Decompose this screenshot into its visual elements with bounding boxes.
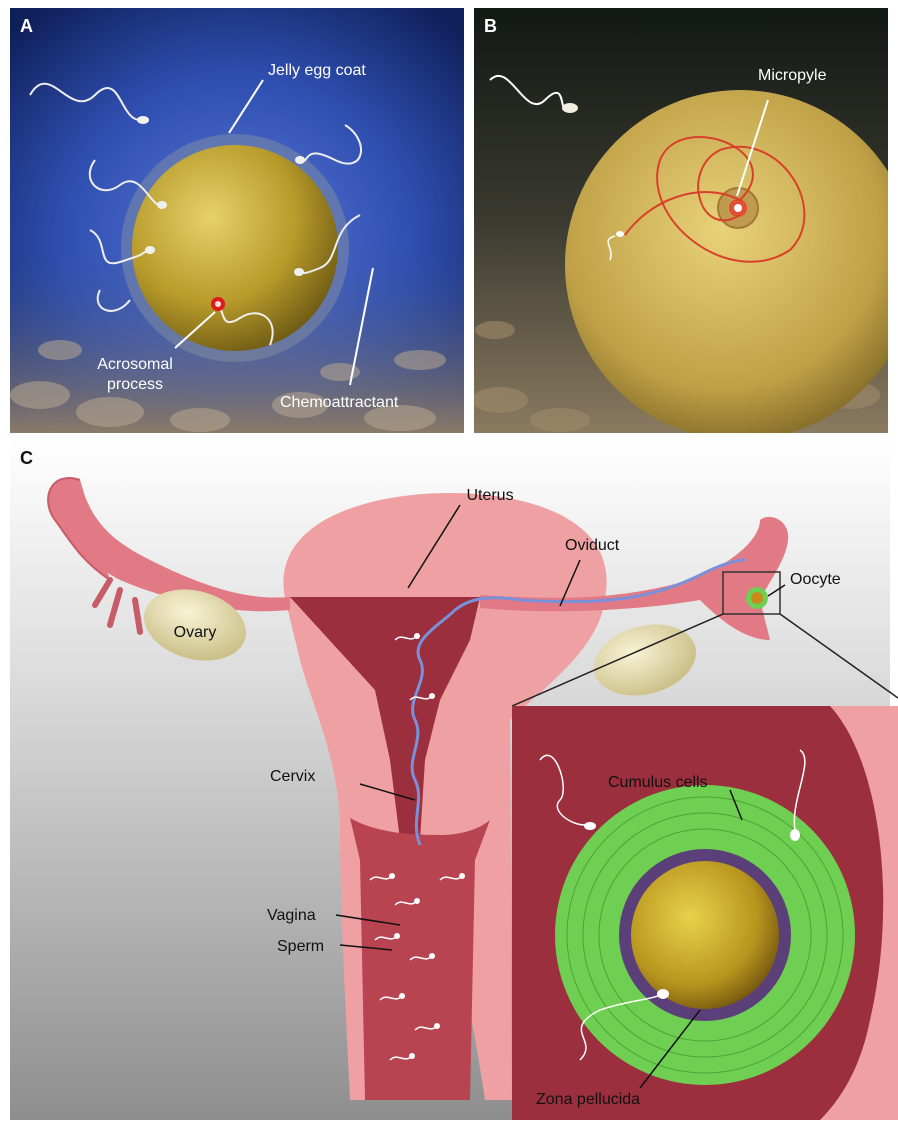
label-micropyle: Micropyle [758, 67, 827, 84]
divider-ab [464, 8, 474, 433]
vagina [350, 818, 490, 1100]
label-ovary: Ovary [174, 624, 217, 641]
label-uterus: Uterus [466, 487, 513, 504]
panel-b-letter: B [484, 16, 497, 36]
label-cervix: Cervix [270, 768, 315, 785]
label-oviduct: Oviduct [565, 537, 620, 554]
oocyte-large [631, 861, 779, 1009]
panel-c: C [10, 438, 898, 1120]
label-sperm: Sperm [277, 938, 324, 955]
label-zona-pellucida: Zona pellucida [536, 1091, 640, 1108]
inset-oocyte: Cumulus cells Zona pellucida [512, 706, 898, 1120]
label-chemoattractant: Chemoattractant [280, 394, 399, 411]
label-acrosomal: Acrosomal [97, 356, 173, 373]
label-process: process [107, 376, 163, 393]
panel-c-letter: C [20, 448, 33, 468]
label-vagina: Vagina [267, 907, 316, 924]
panel-b: B Micropyle [472, 8, 898, 440]
label-jelly-egg-coat: Jelly egg coat [268, 62, 366, 79]
label-cumulus-cells: Cumulus cells [608, 774, 708, 791]
panel-a: A Jelly egg coat Acrosomal process Chemo… [10, 8, 464, 433]
label-oocyte: Oocyte [790, 571, 841, 588]
panel-a-letter: A [20, 16, 33, 36]
